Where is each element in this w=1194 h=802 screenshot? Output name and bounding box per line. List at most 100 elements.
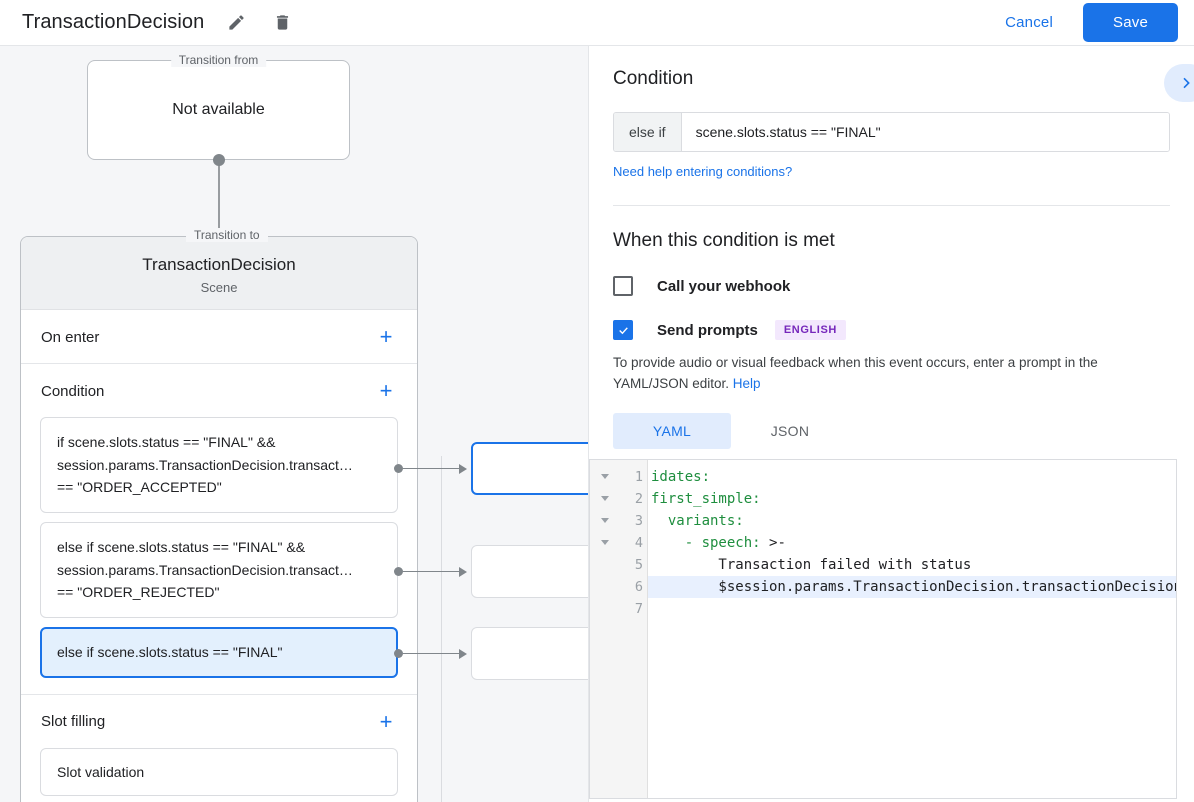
code-line-number: 4 <box>634 534 643 551</box>
plus-icon-condition[interactable]: + <box>379 378 393 403</box>
condition-list: if scene.slots.status == "FINAL" &&sessi… <box>21 417 417 694</box>
tab-json[interactable]: JSON <box>770 422 810 439</box>
call-webhook-label: Call your webhook <box>657 277 791 295</box>
code-line[interactable]: variants: <box>648 510 1176 532</box>
chevron-down-icon[interactable] <box>601 540 609 546</box>
condition-edit-section: Condition else if Need help entering con… <box>589 46 1194 206</box>
section-header-slot-filling: Slot filling + <box>21 695 417 748</box>
scene-type: Scene <box>200 280 238 295</box>
send-prompts-description: To provide audio or visual feedback when… <box>613 353 1170 395</box>
transition-target-box[interactable] <box>471 442 588 495</box>
cancel-button[interactable]: Cancel <box>993 6 1065 39</box>
condition-input[interactable] <box>681 113 1169 151</box>
chevron-down-icon[interactable] <box>601 518 609 524</box>
condition-item-line: session.params.TransactionDecision.trans… <box>57 561 353 578</box>
code-token-key: idates: <box>651 468 711 485</box>
send-prompts-description-text: To provide audio or visual feedback when… <box>613 355 1098 391</box>
transition-target-box[interactable] <box>471 545 588 598</box>
code-line[interactable]: - speech: >- <box>648 532 1176 554</box>
code-fold-cell[interactable] <box>590 510 620 532</box>
prompt-help-link[interactable]: Help <box>732 375 761 391</box>
when-condition-met-section: When this condition is met Call your web… <box>589 206 1194 449</box>
page-title: TransactionDecision <box>22 11 205 33</box>
section-condition: Condition + if scene.slots.status == "FI… <box>21 364 417 695</box>
call-webhook-checkbox[interactable] <box>613 276 633 296</box>
section-title-on-enter: On enter <box>41 328 100 346</box>
condition-item[interactable]: else if scene.slots.status == "FINAL" <box>40 627 398 678</box>
pencil-icon[interactable] <box>222 9 250 37</box>
transition-to-legend: Transition to <box>186 228 268 242</box>
code-line-number: 3 <box>634 512 643 529</box>
code-fold-cell[interactable] <box>590 466 620 488</box>
scene-flow-canvas: Transition from Not available Transition… <box>0 46 588 802</box>
code-token-text: $session.params.TransactionDecision.tran… <box>718 578 1176 595</box>
section-title-condition: Condition <box>41 382 105 400</box>
code-content[interactable]: idates: first_simple: variants: - speech:… <box>648 460 1176 798</box>
save-button[interactable]: Save <box>1083 3 1178 42</box>
scene-name: TransactionDecision <box>142 255 296 274</box>
section-slot-filling: Slot filling + Slot validation <box>21 695 417 802</box>
plus-icon-on-enter[interactable]: + <box>379 324 393 349</box>
code-line[interactable]: Transaction failed with status <box>648 554 1176 576</box>
code-line-number: 7 <box>634 600 643 617</box>
condition-panel-title: Condition <box>613 68 694 89</box>
code-line-number: 5 <box>634 556 643 573</box>
condition-item-line: else if scene.slots.status == "FINAL" <box>57 644 283 661</box>
code-token-key: variants: <box>651 512 744 529</box>
panel-divider <box>613 205 1170 206</box>
condition-item[interactable]: if scene.slots.status == "FINAL" &&sessi… <box>40 417 398 514</box>
code-fold-cell[interactable] <box>590 532 620 554</box>
condition-item-line: else if scene.slots.status == "FINAL" && <box>57 539 306 556</box>
send-prompts-row: Send prompts ENGLISH <box>613 320 1170 340</box>
transition-target-box[interactable] <box>471 627 588 680</box>
transition-from-card: Transition from Not available <box>87 53 350 160</box>
top-bar-actions: Cancel Save <box>993 3 1194 42</box>
code-fold-cell[interactable] <box>590 488 620 510</box>
connector-arrowhead <box>459 649 467 659</box>
when-condition-met-title: When this condition is met <box>613 230 835 251</box>
editor-format-tabs: YAML JSON <box>613 412 1170 449</box>
slot-validation-item[interactable]: Slot validation <box>40 747 398 796</box>
code-line-number: 6 <box>634 578 643 595</box>
code-fold-cell <box>590 576 620 598</box>
language-badge: ENGLISH <box>774 320 846 340</box>
code-token-punct: >- <box>769 534 786 551</box>
code-token-key: - speech: <box>651 534 770 551</box>
code-line-number: 1 <box>634 468 643 485</box>
connector-arrowhead <box>459 464 467 474</box>
send-prompts-checkbox[interactable] <box>613 320 633 340</box>
code-line[interactable] <box>648 598 1176 620</box>
chevron-right-icon[interactable] <box>1164 64 1194 102</box>
webhook-row: Call your webhook <box>613 276 1170 296</box>
trash-icon[interactable] <box>268 9 296 37</box>
transition-from-legend: Transition from <box>170 53 267 67</box>
condition-item-line: session.params.TransactionDecision.trans… <box>57 456 353 473</box>
code-line[interactable]: first_simple: <box>648 488 1176 510</box>
code-fold-cell <box>590 554 620 576</box>
chevron-down-icon[interactable] <box>601 496 609 502</box>
tab-yaml[interactable]: YAML <box>613 412 731 449</box>
section-on-enter: On enter + <box>21 310 417 364</box>
canvas-guide-line <box>441 456 442 802</box>
chevron-down-icon[interactable] <box>601 474 609 480</box>
plus-icon-slot-filling[interactable]: + <box>379 708 393 734</box>
condition-help-link[interactable]: Need help entering conditions? <box>613 164 793 179</box>
section-header-condition: Condition + <box>21 364 417 417</box>
transition-from-value: Not available <box>172 101 265 118</box>
condition-item-line: == "ORDER_REJECTED" <box>57 584 220 601</box>
top-app-bar: TransactionDecision Cancel Save <box>0 0 1194 46</box>
condition-item-line: == "ORDER_ACCEPTED" <box>57 479 222 496</box>
top-bar-left-group: TransactionDecision <box>0 9 296 37</box>
code-fold-cell <box>590 598 620 620</box>
code-line[interactable]: idates: <box>648 466 1176 488</box>
condition-item[interactable]: else if scene.slots.status == "FINAL" &&… <box>40 522 398 619</box>
code-token-text: Transaction failed with status <box>651 556 972 573</box>
send-prompts-label: Send prompts <box>657 321 758 339</box>
code-line[interactable]: $session.params.TransactionDecision.tran… <box>648 575 1176 598</box>
slot-filling-list: Slot validation <box>21 747 417 802</box>
scene-card: TransactionDecision Scene On enter + Con… <box>20 236 418 802</box>
code-token-key: first_simple: <box>651 490 761 507</box>
section-header-on-enter: On enter + <box>21 310 417 363</box>
